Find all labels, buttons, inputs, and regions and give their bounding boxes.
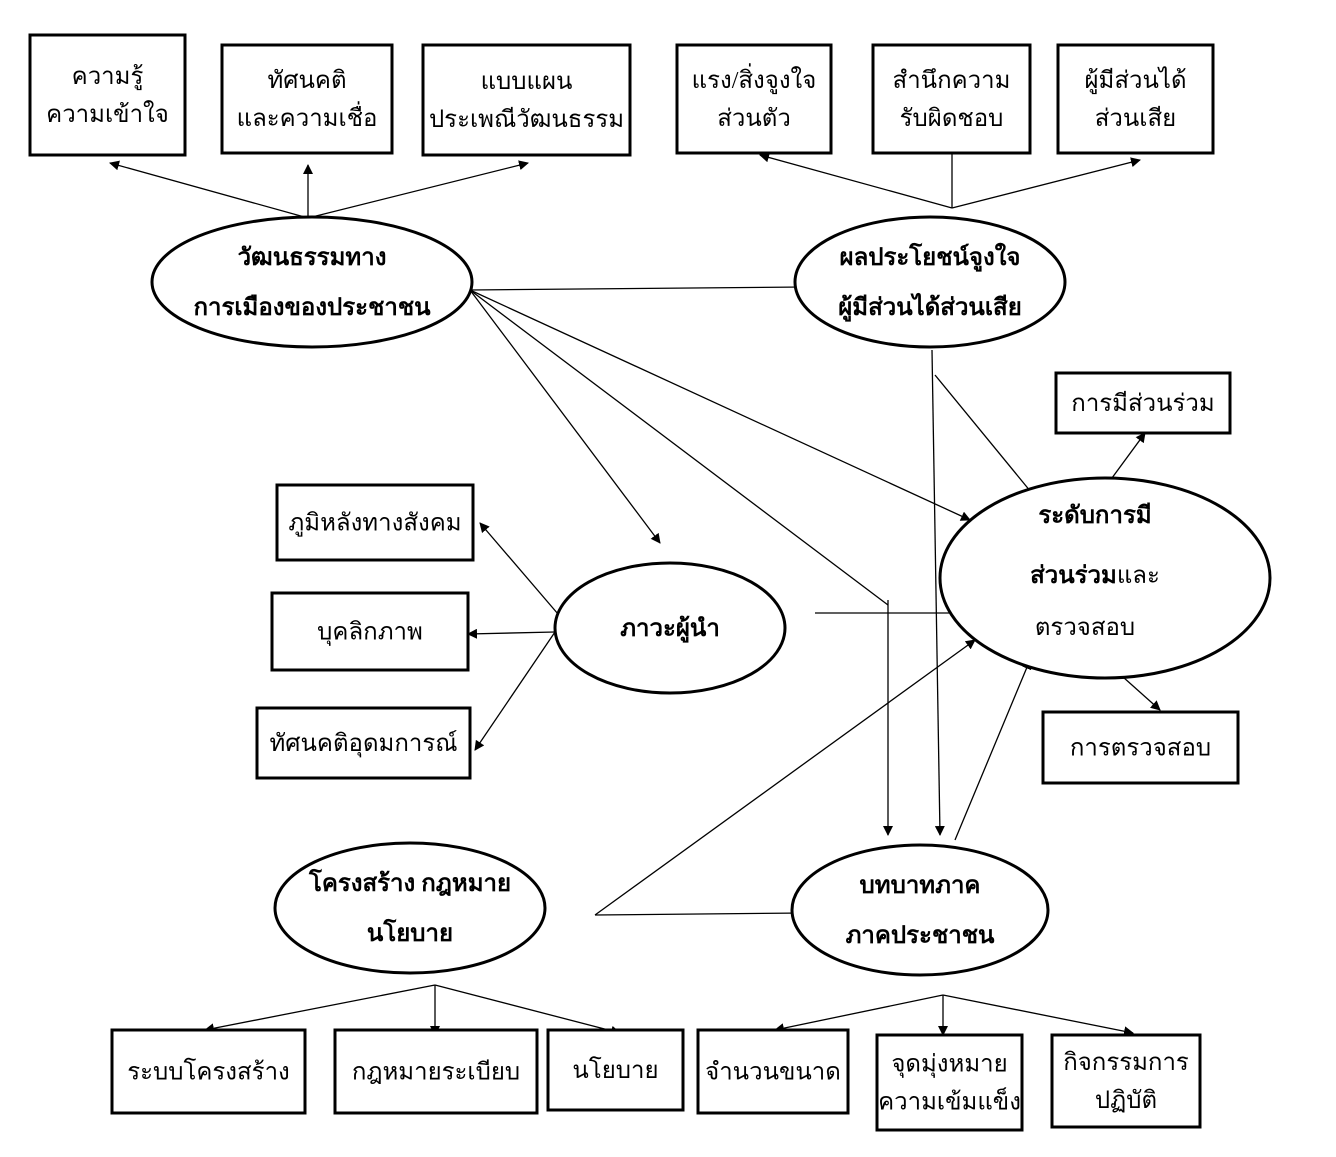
arrow-connector [109, 160, 309, 219]
box-policy: นโยบาย [546, 1028, 685, 1112]
ellipse-label: ตรวจสอบ [1035, 615, 1135, 641]
box-label: ทัศนคติอุดมการณ์ [269, 729, 457, 758]
box-label: แบบแผน [481, 69, 573, 95]
arrow-connector [954, 659, 1032, 841]
arrow-connector [942, 994, 1134, 1037]
arrow-connector [479, 522, 571, 629]
box-label: ความรู้ [72, 64, 144, 91]
ellipse-label: ผู้มีส่วนได้ส่วนเสีย [838, 292, 1022, 322]
box-label: กฎหมายระเบียบ [352, 1059, 520, 1086]
box-label: สำนึกความ [893, 68, 1011, 94]
box-label: บุคลิกภาพ [317, 620, 423, 647]
box-size: จำนวนขนาด [696, 1028, 850, 1115]
box-label: จุดมุ่งหมาย [891, 1052, 1007, 1079]
box-label: ส่วนตัว [717, 106, 791, 132]
ellipse-label: ภาคประชาชน [846, 923, 995, 949]
arrow-connector [467, 628, 556, 639]
box-label: ประเพณีวัฒนธรรม [429, 106, 624, 133]
box-social-background: ภูมิหลังทางสังคม [275, 483, 475, 562]
box-stakeholder: ผู้มีส่วนได้ส่วนเสีย [1056, 43, 1215, 155]
arrow-connector [594, 908, 806, 919]
ellipse-label: ส่วนร่วมและ [1030, 563, 1160, 589]
box-label: ส่วนเสีย [1095, 105, 1176, 132]
ellipse-label-bold: ส่วนร่วม [1030, 563, 1117, 589]
arrow-connector [469, 289, 889, 606]
ellipse-label: ผลประโยชน์จูงใจ [840, 242, 1021, 272]
arrow-connector [469, 289, 661, 544]
box-personality: บุคลิกภาพ [270, 591, 470, 672]
arrow-connector [469, 289, 971, 521]
box-label: กิจกรรมการ [1063, 1050, 1189, 1076]
box-label: ทัศนคติ [267, 68, 346, 94]
arrow-connector [951, 157, 1141, 209]
arrow-connector [931, 349, 945, 836]
box-label: การมีส่วนร่วม [1071, 390, 1214, 417]
box-law-regulation: กฎหมายระเบียบ [333, 1028, 539, 1115]
box-label: ระบบโครงสร้าง [127, 1058, 290, 1086]
arrow-connector [474, 631, 556, 751]
ellipse-label: ระดับการมี [1038, 502, 1151, 529]
ellipse-label: บทบาทภาค [860, 873, 981, 899]
arrow-connector [204, 984, 436, 1034]
box-label: รับผิดชอบ [900, 106, 1004, 132]
ellipse-label: วัฒนธรรมทาง [238, 245, 387, 271]
box-attitude-belief: ทัศนคติและความเชื่อ [220, 43, 394, 155]
box-ideology: ทัศนคติอุดมการณ์ [255, 706, 472, 780]
arrow-connector [934, 374, 1041, 504]
box-label: ผู้มีส่วนได้ [1084, 66, 1186, 95]
box-label: ภูมิหลังทางสังคม [288, 511, 461, 538]
arrow-connector [759, 152, 953, 209]
box-label: ความเข้มแข็ง [878, 1087, 1021, 1116]
box-participation: การมีส่วนร่วม [1054, 371, 1232, 435]
box-label: และความเชื่อ [237, 101, 378, 132]
box-knowledge: ความรู้ความเข้าใจ [28, 33, 187, 157]
ellipse-label: โครงสร้าง กฎหมาย [308, 868, 511, 897]
box-label: ความเข้าใจ [46, 100, 169, 128]
box-label: แรง/สิ่งจูงใจ [692, 63, 817, 95]
arrow-connector [469, 282, 806, 293]
box-label: การตรวจสอบ [1070, 736, 1211, 762]
box-inspection: การตรวจสอบ [1041, 710, 1240, 785]
ellipse-label: การเมืองของประชาชน [193, 294, 431, 321]
arrow-connector [434, 984, 621, 1036]
ellipse-label: ภาวะผู้นำ [620, 615, 720, 643]
arrow-connector [774, 994, 944, 1034]
ellipse-label: นโยบาย [367, 918, 453, 947]
box-label: จำนวนขนาด [705, 1060, 841, 1086]
box-label: นโยบาย [572, 1056, 658, 1084]
ellipse-label-normal: และ [1117, 563, 1160, 589]
box-label: ปฏิบัติ [1095, 1088, 1157, 1114]
box-structure-system: ระบบโครงสร้าง [110, 1028, 307, 1115]
arrow-connector [594, 639, 976, 916]
ellipse-leadership: ภาวะผู้นำ [553, 561, 787, 695]
arrow-connector [307, 160, 529, 219]
